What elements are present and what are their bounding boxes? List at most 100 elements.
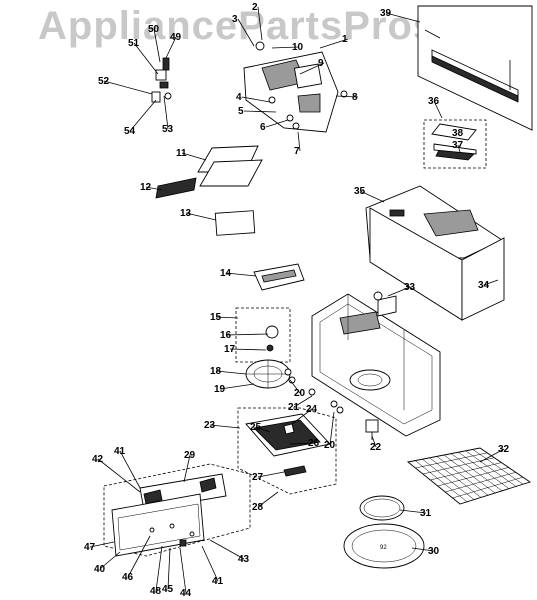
callout-38: 38 [452, 128, 464, 139]
callout-25: 25 [250, 422, 262, 433]
callout-17: 17 [224, 344, 236, 355]
turntable-mark: 92 [380, 545, 387, 551]
part-29-40-control-panel [103, 463, 251, 557]
leader-line-3 [237, 18, 255, 47]
callout-24: 24 [306, 404, 318, 415]
part-oven-cavity [311, 291, 441, 437]
callout-5: 5 [238, 106, 244, 117]
callout-20a: 20 [294, 388, 306, 399]
leader-line-41b [201, 545, 219, 582]
leader-line-5 [243, 110, 277, 113]
leader-line-45 [167, 547, 171, 590]
leader-line-1 [319, 38, 349, 49]
callout-4: 4 [236, 92, 242, 103]
callout-22: 22 [370, 442, 382, 453]
callout-45: 45 [162, 584, 174, 595]
leader-line-2 [257, 6, 263, 41]
callout-39: 39 [380, 8, 392, 19]
callout-48: 48 [150, 586, 162, 597]
callout-18: 18 [210, 366, 222, 377]
leader-line-13 [185, 212, 217, 221]
leader-line-8 [335, 95, 359, 98]
leader-line-43 [209, 539, 245, 560]
leader-line-31 [399, 509, 427, 514]
callout-42: 42 [92, 454, 104, 465]
rack-wire [443, 454, 496, 494]
rack-wire [430, 462, 502, 481]
callout-23: 23 [204, 420, 216, 431]
callout-47: 47 [84, 542, 96, 553]
callout-27: 27 [252, 472, 264, 483]
callout-41a: 41 [114, 446, 126, 457]
rack-wire [415, 452, 488, 469]
leader-line-38 [457, 132, 461, 137]
callout-15: 15 [210, 312, 222, 323]
part-14-light-cover [253, 263, 305, 291]
leader-line-53 [163, 95, 169, 130]
part-36-grease-filter-assembly [423, 119, 487, 169]
leader-line-39 [385, 12, 421, 23]
rack-wire [472, 449, 524, 485]
callout-46: 46 [122, 572, 134, 583]
callout-26: 26 [308, 438, 320, 449]
leader-line-12 [145, 186, 163, 191]
callout-31: 31 [420, 508, 432, 519]
callout-49: 49 [170, 32, 182, 43]
callout-41b: 41 [212, 576, 224, 587]
callout-13: 13 [180, 208, 192, 219]
callout-19: 19 [214, 384, 226, 395]
leader-line-14 [225, 272, 257, 277]
callout-10: 10 [292, 42, 304, 53]
callout-53: 53 [162, 124, 174, 135]
part-34-outer-cabinet [365, 185, 505, 321]
callout-11: 11 [176, 148, 187, 159]
rack-wire [422, 459, 475, 500]
part-32-wire-rack [406, 447, 532, 505]
leader-line-11 [181, 152, 207, 161]
leader-line-28 [257, 491, 279, 508]
leader-line-21 [293, 395, 313, 408]
callout-34: 34 [478, 280, 490, 291]
leader-line-33 [387, 286, 411, 297]
rack-wire [429, 457, 482, 498]
rack-wire [445, 472, 516, 493]
leader-line-18 [215, 370, 247, 375]
leader-line-9 [299, 62, 325, 75]
leader-line-47 [89, 541, 115, 548]
callout-50: 50 [148, 24, 160, 35]
callout-52: 52 [98, 76, 110, 87]
callout-20b: 20 [324, 440, 336, 451]
part-group-1-10-upper-controls [243, 41, 348, 133]
callout-54: 54 [124, 126, 136, 137]
callout-36: 36 [428, 96, 440, 107]
callout-21: 21 [288, 402, 300, 413]
leader-line-30 [411, 547, 435, 552]
callout-35: 35 [354, 186, 366, 197]
leader-line-52 [103, 80, 153, 95]
callout-44: 44 [180, 588, 192, 599]
part-20-21-fasteners [284, 368, 344, 414]
leader-line-51 [133, 42, 159, 75]
leader-line-29 [183, 454, 191, 483]
leader-line-16 [225, 333, 269, 336]
callout-14: 14 [220, 268, 232, 279]
rack-wire [458, 451, 510, 489]
leader-line-24 [291, 408, 313, 425]
part-group-49-54-switch-parts [151, 57, 172, 103]
part-18-stirrer-fan [245, 359, 291, 389]
leader-line-17 [229, 348, 267, 351]
callout-8: 8 [352, 92, 358, 103]
callout-29: 29 [184, 450, 196, 461]
leader-line-23 [209, 424, 241, 429]
rack-wire [437, 467, 509, 487]
callout-7: 7 [294, 146, 300, 157]
rack-wire [436, 456, 489, 496]
leader-line-36 [433, 100, 443, 119]
part-13-charcoal-filter [214, 210, 256, 236]
leader-line-25 [255, 426, 271, 433]
callout-37: 37 [452, 140, 464, 151]
leader-line-15 [215, 316, 239, 319]
leader-line-26 [289, 442, 315, 445]
leader-line-20a [289, 379, 301, 394]
leader-line-40 [99, 551, 121, 570]
